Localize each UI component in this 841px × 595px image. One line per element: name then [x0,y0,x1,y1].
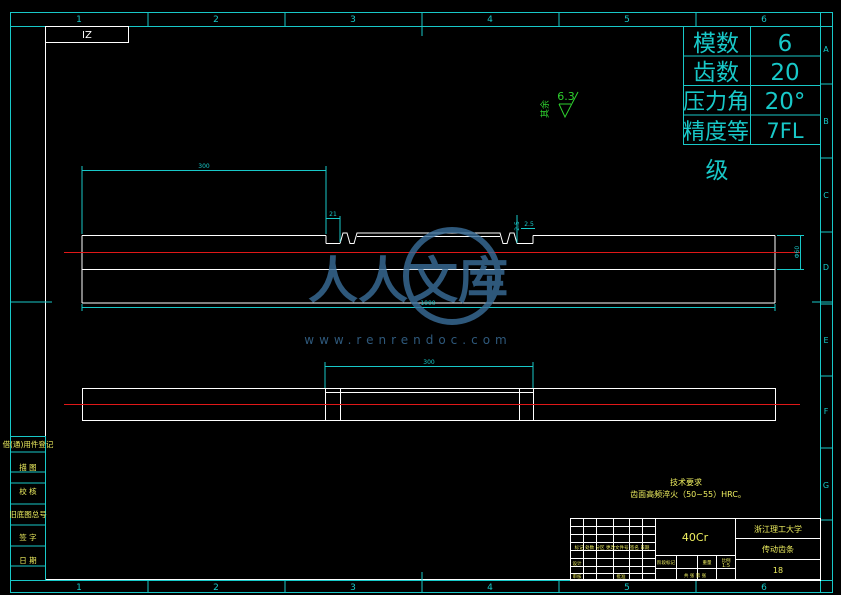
side-header: 借(通)用件登记 [3,439,54,449]
param-value: 6 [778,31,793,57]
row-letter: E [823,336,828,345]
col-number: 6 [761,15,767,25]
param-label: 模数 [693,31,739,57]
dim-1000: 1000 [420,300,435,307]
dim-lower-300: 300 [423,359,435,366]
design-label: 设计 [573,560,582,567]
roughness-value: 6.3 [557,90,575,103]
scale-value: 1:5 [722,563,730,569]
row-letter: A [823,45,829,54]
column-numbers-bottom: 1 2 3 4 5 6 [76,583,767,593]
school-name: 浙江理工大学 [754,524,802,534]
rack-top-view: 300 [64,359,800,421]
col-number: 5 [624,15,630,25]
col-number: 5 [624,583,630,593]
tech-requirements: 技术要求 齿面高频淬火（50~55）HRC。 [630,477,746,499]
dim-diameter: Φ60 [794,246,801,259]
col-number: 6 [761,583,767,593]
dim-tooth-a: 2.5 [514,221,521,231]
side-item: 旧底图总号 [9,509,47,519]
watermark-text: 人人文库 [308,252,508,310]
col-number: 3 [350,15,356,25]
side-item: 校 核 [19,486,37,496]
param-value: 20 [770,60,799,86]
param-label: 精度等 [683,120,749,145]
row-letters: A B C D E F G [823,45,829,490]
column-numbers-top: 1 2 3 4 5 6 [76,15,767,25]
col-number: 4 [487,15,493,25]
col-number: 1 [76,15,82,25]
weight-label: 重量 [703,559,712,566]
side-item: 签 字 [19,532,36,542]
param-value: 20° [765,89,806,115]
roughness-prefix: 其余 [539,100,551,118]
tech-title: 技术要求 [670,477,702,487]
row-letter: G [823,481,829,490]
approve-label: 批准 [617,573,626,580]
side-item: 描 图 [19,462,36,472]
dim-300: 300 [198,163,210,170]
watermark-url: www.renrendoc.com [304,333,511,347]
param-label: 压力角 [683,90,749,115]
column-dividers [10,12,832,592]
upper-dimensions: 300 21 2.5 2.5 1000 Φ60 [81,163,804,311]
row-letter: D [823,263,829,272]
watermark: 人人文库 www.renrendoc.com [304,227,511,347]
roughness-symbol: 6.3 其余 [539,90,579,119]
dim-tooth-b: 2.5 [524,221,534,228]
drawing-number: 18 [773,566,783,575]
corner-tag: ZI [82,28,92,39]
tech-line: 齿面高频淬火（50~55）HRC。 [630,489,746,499]
side-block: 借(通)用件登记 描 图 校 核 旧底图总号 签 字 日 期 [3,436,54,581]
title-block: 40Cr 浙江理工大学 传动齿条 18 1:5 标记 处数 分区 更改文件号 签… [570,518,821,581]
row-letter: F [824,407,829,416]
sheet-label: 共 张 第 张 [684,572,707,579]
gear-parameter-table: 模数 6 齿数 20 压力角 20° 精度等 7FL 级 [683,26,821,184]
param-label-extra: 级 [706,158,729,184]
col-number: 2 [213,15,219,25]
part-name: 传动齿条 [762,544,794,554]
side-item: 日 期 [19,556,36,565]
col-number: 4 [487,583,493,593]
row-dividers [820,83,832,521]
param-value: 7FL [766,119,803,143]
check-label: 审核 [573,573,582,580]
col-number: 2 [213,583,219,593]
row-letter: B [823,117,829,126]
row-letter: C [823,191,829,200]
param-label: 齿数 [693,60,739,86]
stage-label: 阶段标记 [657,559,675,566]
material: 40Cr [682,531,709,544]
sign-row: 标记 处数 分区 更改文件号 签名 日期 [575,544,650,551]
col-number: 1 [76,583,82,593]
corner-tag-box [45,26,129,43]
col-number: 3 [350,583,356,593]
dim-21: 21 [329,211,337,218]
scale-label: 比例 [722,557,731,564]
